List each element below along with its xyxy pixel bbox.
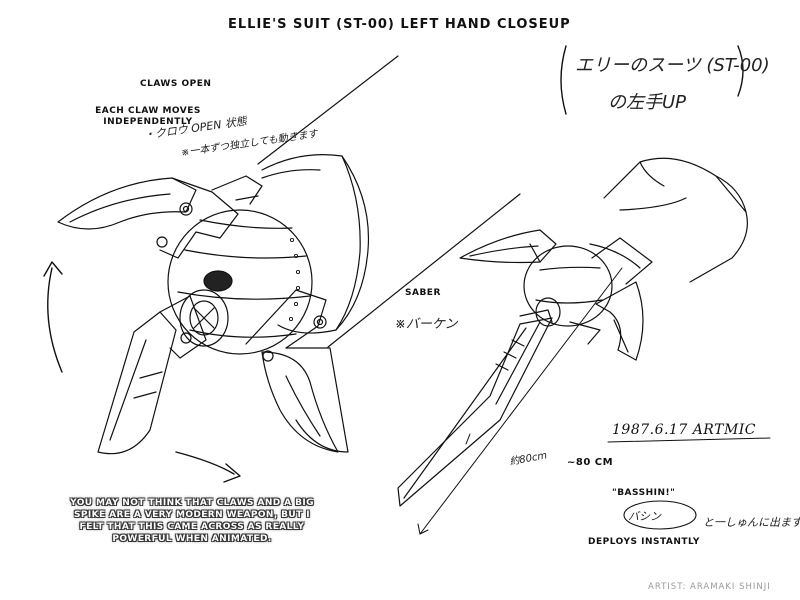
length-label: ~80 CM [567, 457, 614, 468]
japanese-title-line1: エリーのスーツ (ST-00) [575, 55, 770, 76]
page-title: ELLIE'S SUIT (ST-00) LEFT HAND CLOSEUP [228, 17, 571, 32]
artist-comment: YOU MAY NOT THINK THAT CLAWS AND A BIG S… [70, 498, 314, 544]
saber-japanese-note: ※バーケン [395, 317, 458, 332]
claws-description-label: EACH CLAW MOVES INDEPENDENTLY [95, 106, 201, 127]
claws-open-label: CLAWS OPEN [140, 79, 212, 89]
sound-effect-label: "BASSHIN!" [612, 488, 676, 498]
sound-effect-bubble-text: バシン [628, 510, 661, 523]
claws-open-drawing [43, 55, 521, 483]
sound-effect-japanese-note: と一しゅんに出ます [703, 516, 800, 529]
japanese-title-line2: の左手UP [608, 92, 687, 113]
artist-credit: ARTIST: ARAMAKI SHINJI [648, 582, 771, 592]
deploys-label: DEPLOYS INSTANTLY [588, 537, 700, 547]
saber-drawing [397, 157, 748, 535]
date-signature: 1987.6.17 ARTMIC [612, 422, 757, 438]
saber-label: SABER [405, 288, 441, 298]
